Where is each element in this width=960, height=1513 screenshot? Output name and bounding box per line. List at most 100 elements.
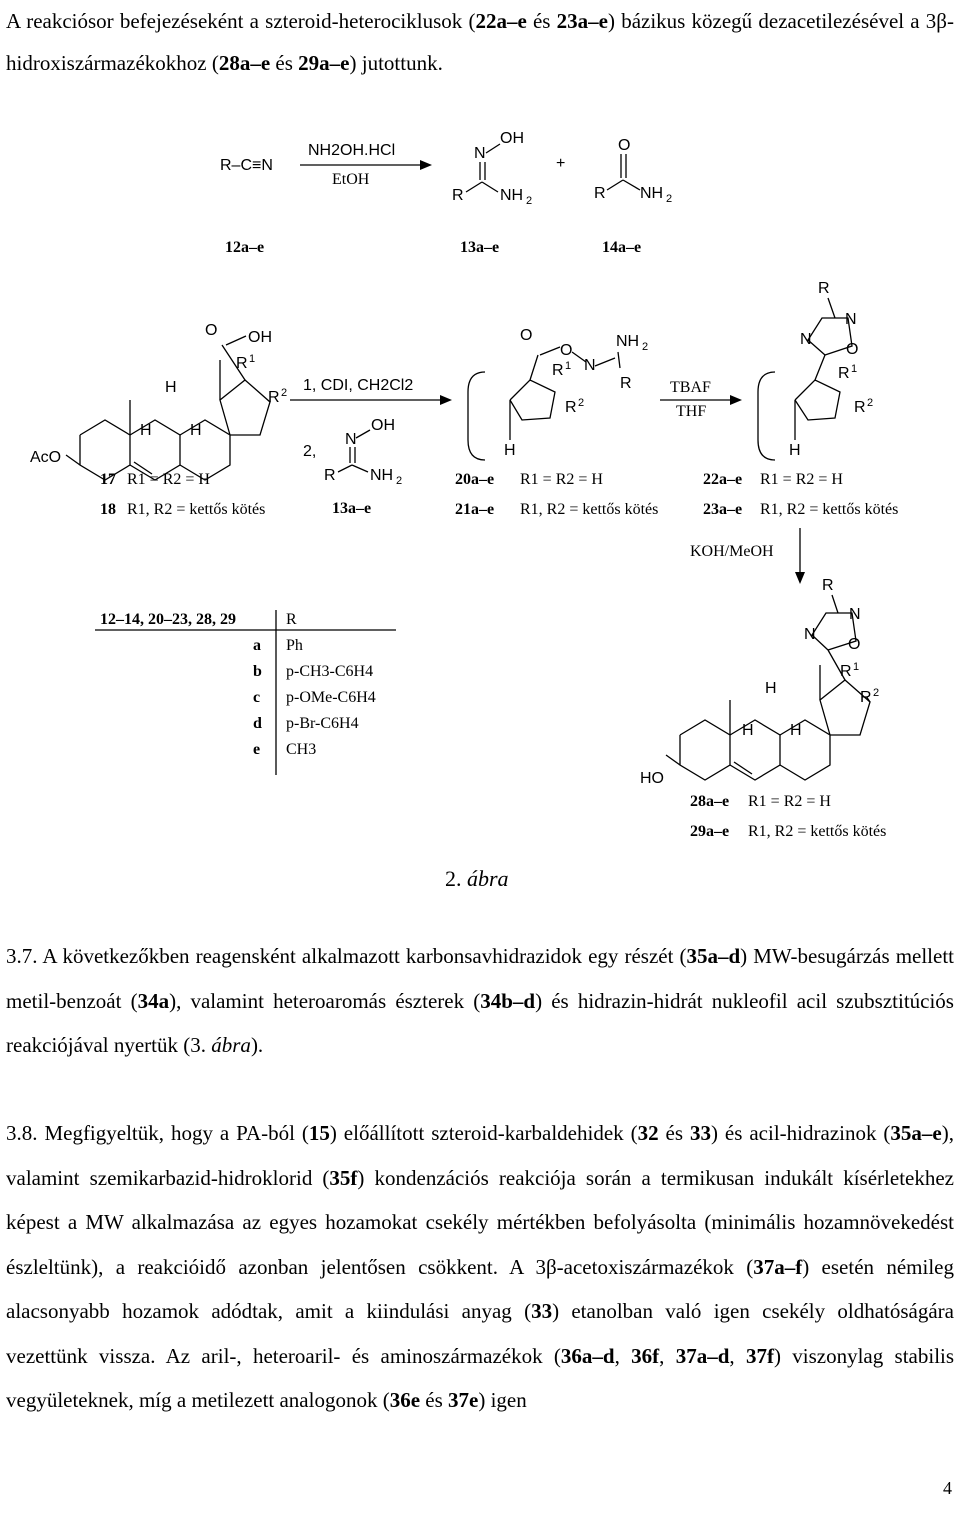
svg-text:R: R	[818, 280, 830, 297]
step-cdi: 1, CDI, CH2Cl2	[303, 377, 413, 394]
svg-text:OH: OH	[371, 417, 395, 434]
svg-text:R: R	[854, 399, 866, 416]
label-29-text: R1, R2 = kettős kötés	[748, 823, 886, 840]
svg-text:2: 2	[666, 193, 672, 205]
svg-text:R: R	[594, 185, 606, 202]
svg-text:NH: NH	[370, 467, 393, 484]
svg-text:H: H	[165, 379, 177, 396]
svg-text:NH: NH	[616, 333, 639, 350]
label-23-text: R1, R2 = kettős kötés	[760, 501, 898, 518]
table-header-r: R	[286, 611, 297, 628]
plus-sign: +	[556, 155, 565, 172]
svg-text:1: 1	[565, 360, 571, 372]
arrowhead-2	[440, 395, 452, 405]
solvent-ethanol: EtOH	[332, 171, 370, 188]
svg-text:p-OMe-C6H4: p-OMe-C6H4	[286, 689, 376, 706]
svg-text:CH3: CH3	[286, 741, 316, 758]
svg-text:N: N	[584, 357, 596, 374]
svg-text:p-CH3-C6H4: p-CH3-C6H4	[286, 663, 373, 680]
svg-text:H: H	[190, 422, 202, 439]
arrowhead-1	[420, 160, 432, 170]
svg-text:H: H	[742, 722, 754, 739]
svg-text:O: O	[520, 327, 532, 344]
svg-text:N: N	[849, 606, 861, 623]
svg-text:2: 2	[873, 687, 879, 699]
svg-text:R: R	[268, 389, 280, 406]
table-header-compounds: 12–14, 20–23, 28, 29	[100, 611, 236, 628]
reagent-koh: KOH/MeOH	[690, 543, 774, 560]
label-18-text: R1, R2 = kettős kötés	[127, 501, 265, 518]
svg-text:R: R	[552, 362, 564, 379]
svg-text:OH: OH	[500, 130, 524, 147]
label-17-text: R1 = R2 = H	[127, 471, 210, 488]
solvent-thf: THF	[676, 403, 706, 420]
svg-text:R: R	[840, 663, 852, 680]
label-13b: 13a–e	[332, 500, 371, 517]
label-13: 13a–e	[460, 239, 499, 256]
label-18-num: 18	[100, 501, 116, 518]
svg-text:O: O	[848, 636, 860, 653]
arrowhead-3	[730, 395, 742, 405]
svg-text:N: N	[845, 311, 857, 328]
paragraph-3-8: 3.8. Megfigyeltük, hogy a PA-ból (15) el…	[6, 1121, 955, 1412]
acetoxy-label: AcO	[30, 449, 61, 466]
svg-text:N: N	[345, 431, 357, 448]
svg-text:O: O	[618, 137, 630, 154]
step-amidoxime: 2,	[303, 443, 316, 460]
svg-text:1: 1	[249, 353, 255, 365]
paragraph-3-7: 3.7. A következőkben reagensként alkalma…	[6, 944, 955, 1057]
label-22-text: R1 = R2 = H	[760, 471, 843, 488]
svg-text:e: e	[253, 741, 260, 758]
svg-text:NH: NH	[640, 185, 663, 202]
label-21-num: 21a–e	[455, 501, 494, 518]
reagent-hydroxylamine: NH2OH.HCl	[308, 142, 395, 159]
svg-text:R: R	[565, 399, 577, 416]
label-29-num: 29a–e	[690, 823, 729, 840]
svg-text:2: 2	[867, 397, 873, 409]
svg-text:N: N	[474, 145, 486, 162]
svg-text:N: N	[800, 331, 812, 348]
hydroxy-label: HO	[640, 770, 664, 787]
label-12: 12a–e	[225, 239, 264, 256]
svg-text:2: 2	[281, 387, 287, 399]
svg-text:R: R	[860, 689, 872, 706]
figure-caption: 2. ábra	[445, 866, 509, 891]
svg-text:N: N	[804, 626, 816, 643]
svg-text:O: O	[205, 322, 217, 339]
svg-text:O: O	[560, 342, 572, 359]
svg-text:d: d	[253, 715, 262, 732]
svg-text:b: b	[253, 663, 262, 680]
svg-text:R: R	[620, 375, 632, 392]
svg-text:H: H	[504, 442, 516, 459]
label-28-num: 28a–e	[690, 793, 729, 810]
svg-text:2: 2	[526, 195, 532, 207]
substituent-table: 12–14, 20–23, 28, 29 R a Ph b p-CH3-C6H4 c…	[95, 610, 396, 775]
label-28-text: R1 = R2 = H	[748, 793, 831, 810]
svg-text:OH: OH	[248, 329, 272, 346]
arrowhead-4	[795, 572, 805, 584]
label-20-text: R1 = R2 = H	[520, 471, 603, 488]
svg-text:R: R	[324, 467, 336, 484]
svg-text:H: H	[789, 442, 801, 459]
label-20-num: 20a–e	[455, 471, 494, 488]
label-22-num: 22a–e	[703, 471, 742, 488]
svg-text:1: 1	[851, 363, 857, 375]
svg-text:R: R	[236, 355, 248, 372]
svg-text:a: a	[253, 637, 261, 654]
svg-text:2: 2	[642, 341, 648, 353]
page-number: 4	[943, 1478, 952, 1498]
svg-text:NH: NH	[500, 187, 523, 204]
svg-text:c: c	[253, 689, 260, 706]
svg-text:1: 1	[853, 661, 859, 673]
svg-text:R: R	[452, 187, 464, 204]
svg-text:Ph: Ph	[286, 637, 303, 654]
svg-text:R: R	[822, 577, 834, 594]
